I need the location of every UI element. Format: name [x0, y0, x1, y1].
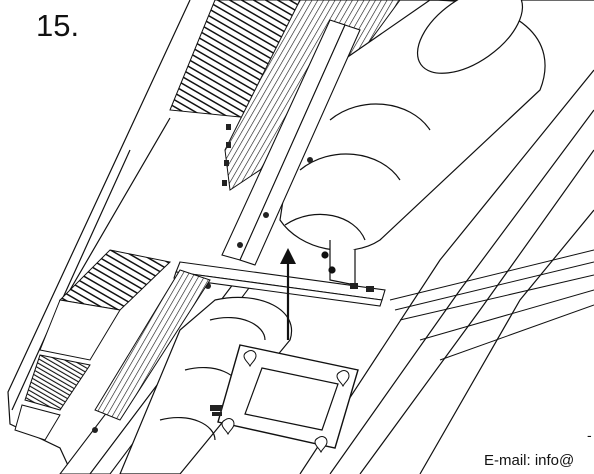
frame-cross-bar: [173, 261, 386, 307]
heat-exchanger-coil-bottom: [94, 269, 211, 421]
unit-housing: [7, 0, 594, 474]
right-side-rails: [389, 249, 594, 361]
footer-dash: -: [587, 427, 592, 443]
step-number: 15.: [36, 8, 80, 43]
blower-bottom: [119, 296, 293, 474]
bottom-grille: [14, 249, 172, 441]
footer-email-text: E-mail: info@: [484, 452, 575, 469]
blower-top: [279, 0, 546, 286]
gasket-plate: [217, 344, 359, 454]
install-direction-arrow: [280, 248, 296, 340]
hanging-bracket: [210, 405, 222, 416]
